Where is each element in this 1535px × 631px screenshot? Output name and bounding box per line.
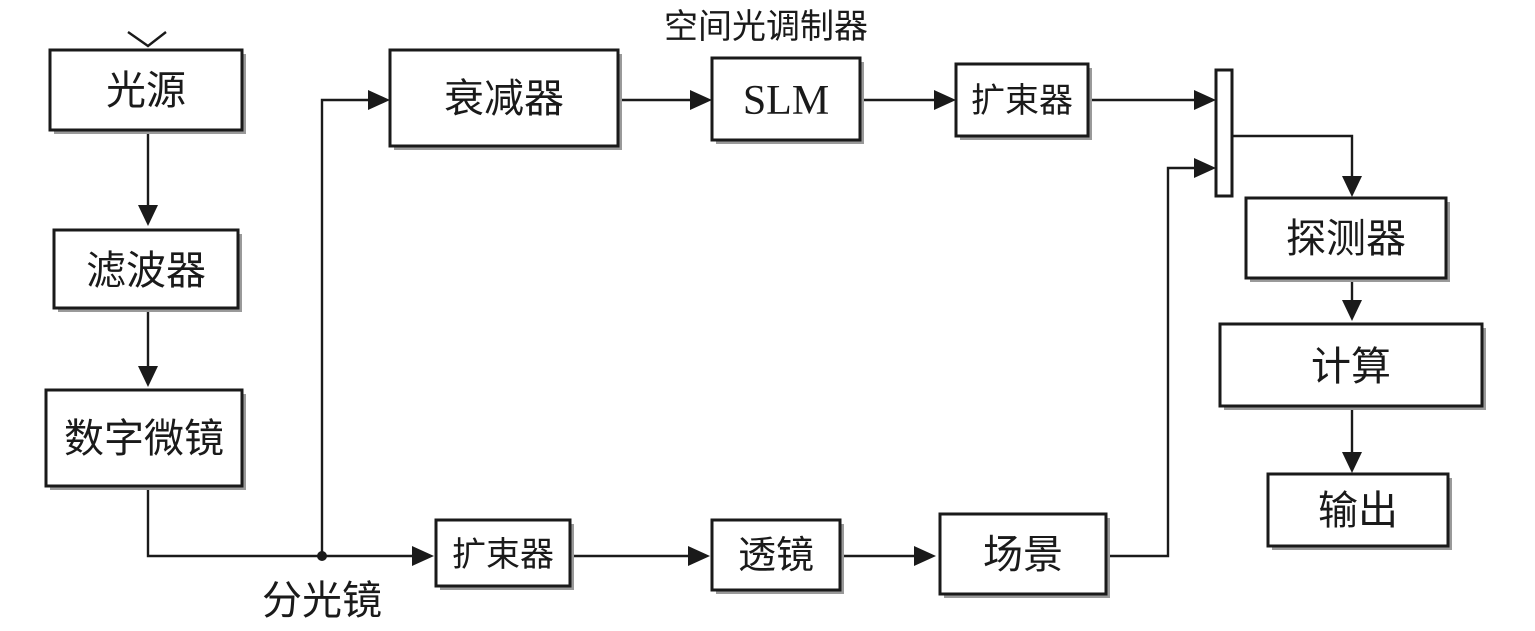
arrowhead xyxy=(1342,176,1362,197)
arrowhead xyxy=(368,90,390,110)
slm-box: SLM xyxy=(710,56,864,144)
dmd-label: 数字微镜 xyxy=(64,416,224,462)
wire-combiner-to-detector xyxy=(1232,134,1354,182)
beam-expander-top-box: 扩束器 xyxy=(954,62,1092,140)
light-source-box: 光源 xyxy=(48,48,246,134)
dmd-box: 数字微镜 xyxy=(44,388,246,490)
scene-box: 场景 xyxy=(938,512,1110,598)
slm-label: SLM xyxy=(743,78,829,124)
arrowhead xyxy=(1342,452,1362,473)
compute-box: 计算 xyxy=(1218,322,1486,410)
filter-label: 滤波器 xyxy=(86,248,206,294)
beam-expander-bottom-box: 扩束器 xyxy=(434,518,574,590)
attenuator-box: 衰减器 xyxy=(388,48,622,150)
arrowhead xyxy=(934,90,956,110)
beam-splitter-junction-dot xyxy=(317,551,327,561)
lens-box: 透镜 xyxy=(710,518,844,594)
filter-box: 滤波器 xyxy=(52,228,242,312)
input-arrow-mark xyxy=(127,31,167,48)
scene-label: 场景 xyxy=(983,532,1063,578)
beam-combiner-plate xyxy=(1214,68,1234,198)
arrowhead xyxy=(412,546,434,566)
wire-scene-to-combiner xyxy=(1108,166,1200,558)
arrowhead xyxy=(690,90,712,110)
arrowhead xyxy=(138,366,158,387)
slm-caption: 空间光调制器 xyxy=(664,7,868,47)
light-source-label: 光源 xyxy=(106,68,186,114)
lens-label: 透镜 xyxy=(738,533,814,577)
detector-box: 探测器 xyxy=(1244,196,1450,282)
attenuator-label: 衰减器 xyxy=(444,76,564,122)
arrowhead xyxy=(688,546,710,566)
beam-splitter-label: 分光镜 xyxy=(262,578,382,624)
arrowhead xyxy=(1342,300,1362,321)
wire-splitter-to-attenuator xyxy=(320,98,372,556)
arrowhead xyxy=(1194,90,1216,110)
detector-label: 探测器 xyxy=(1286,216,1406,262)
output-box: 输出 xyxy=(1266,472,1452,550)
arrowhead xyxy=(914,546,936,566)
arrowhead xyxy=(138,205,158,226)
wire-dmd-to-splitter xyxy=(146,490,418,558)
beam-expander-bottom-label: 扩束器 xyxy=(452,535,554,575)
arrowhead xyxy=(1194,158,1216,178)
beam-expander-top-label: 扩束器 xyxy=(971,81,1073,121)
compute-label: 计算 xyxy=(1311,344,1391,390)
output-label: 输出 xyxy=(1318,488,1398,534)
